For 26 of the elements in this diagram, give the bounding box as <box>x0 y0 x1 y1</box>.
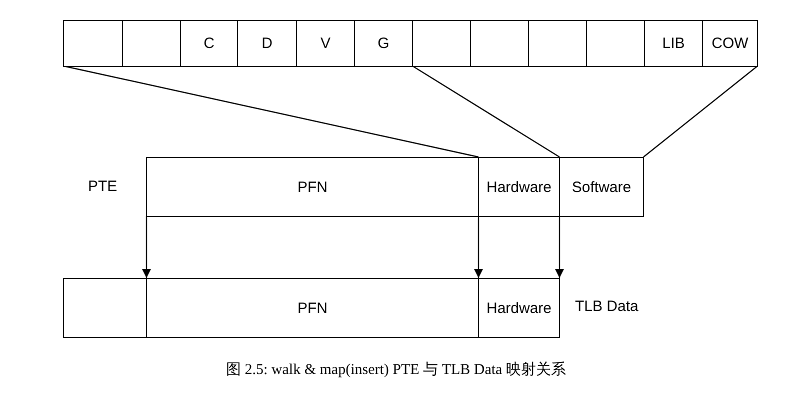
field-box <box>63 278 147 338</box>
row-label: PTE <box>88 178 118 195</box>
figure-caption: 图 2.5: walk & map(insert) PTE 与 TLB Data 映射关系 <box>226 362 566 378</box>
field-box: PFN <box>146 157 479 217</box>
bit-cell: COW <box>702 20 758 67</box>
bit-cell: V <box>296 20 355 67</box>
bit-cell <box>122 20 181 67</box>
bit-cell <box>63 20 123 67</box>
arrow <box>474 216 483 278</box>
arrow <box>555 216 564 278</box>
connector-line <box>643 66 758 158</box>
field-box: PFN <box>146 278 479 338</box>
field-box: Software <box>559 157 644 217</box>
bit-cell: G <box>354 20 413 67</box>
bit-cell <box>470 20 529 67</box>
row-label: TLB Data <box>575 298 638 315</box>
connector-line <box>412 66 560 158</box>
arrow <box>142 216 151 278</box>
bit-cell <box>586 20 645 67</box>
bit-cell: D <box>237 20 297 67</box>
bit-cell <box>412 20 471 67</box>
bit-cell: C <box>180 20 238 67</box>
bit-cell: LIB <box>644 20 703 67</box>
bit-cell <box>528 20 587 67</box>
field-box: Hardware <box>478 157 560 217</box>
field-box: Hardware <box>478 278 560 338</box>
